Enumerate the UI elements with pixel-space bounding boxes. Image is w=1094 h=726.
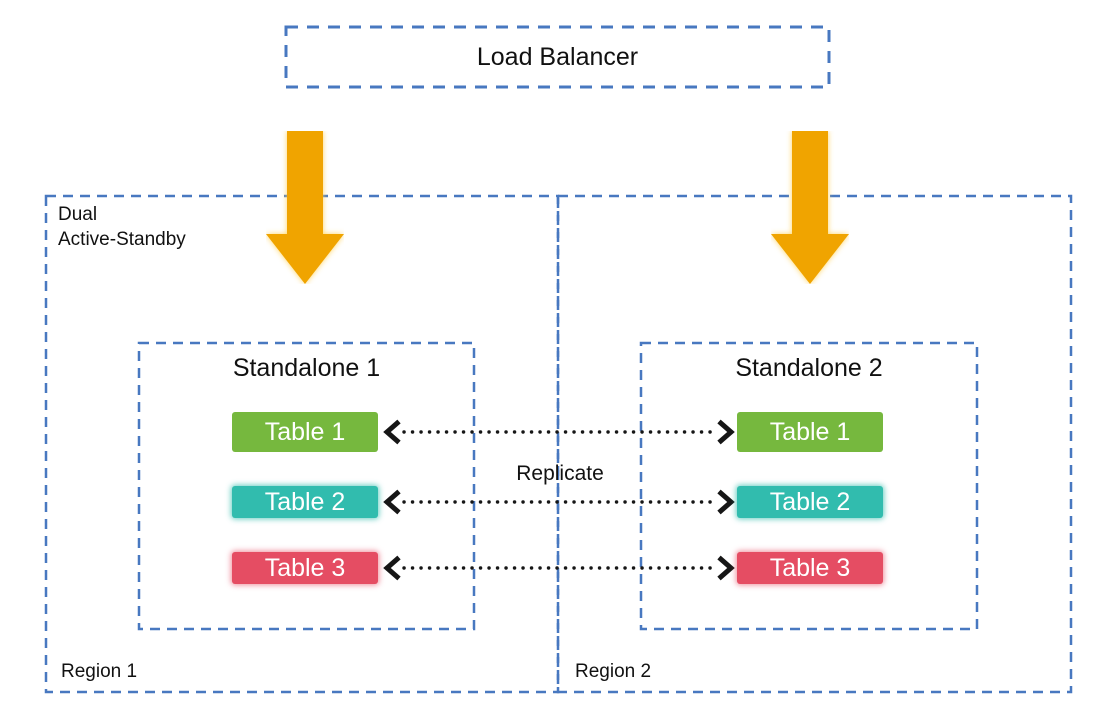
mode-label-line1: Dual: [58, 204, 98, 225]
standalone-1-title: Standalone 1: [232, 353, 381, 382]
arrowhead-left: [383, 555, 401, 581]
down-arrow-shape: [266, 131, 344, 284]
mode-label-line2: Active-Standby: [58, 229, 186, 250]
table-chip: Table 2: [737, 486, 883, 518]
replicate-arrow-icon: [383, 419, 735, 445]
arrowhead-right: [717, 489, 735, 515]
region-2-label: Region 2: [575, 661, 652, 682]
table-chip: Table 1: [232, 412, 378, 452]
table-chip: Table 1: [737, 412, 883, 452]
down-arrow-icon: [771, 131, 849, 284]
standalone-2-title: Standalone 2: [735, 353, 883, 382]
replicate-label: Replicate: [516, 462, 604, 485]
arrowhead-right: [717, 419, 735, 445]
table-chip: Table 2: [232, 486, 378, 518]
dual-active-standby-label: Dual Active-Standby: [58, 202, 186, 252]
arrowhead-right: [717, 555, 735, 581]
table-chip: Table 3: [232, 552, 378, 584]
arrowhead-left: [383, 419, 401, 445]
table-chip: Table 3: [737, 552, 883, 584]
standalone-2-box: [639, 341, 979, 631]
replicate-arrow-icon: [383, 555, 735, 581]
down-arrow-icon: [266, 131, 344, 284]
down-arrow-shape: [771, 131, 849, 284]
load-balancer-label: Load Balancer: [476, 42, 639, 71]
load-balancer-box: [284, 25, 831, 89]
replicate-arrow-icon: [383, 489, 735, 515]
standalone-1-box: [137, 341, 476, 631]
region-1-label: Region 1: [61, 661, 138, 682]
arrowhead-left: [383, 489, 401, 515]
